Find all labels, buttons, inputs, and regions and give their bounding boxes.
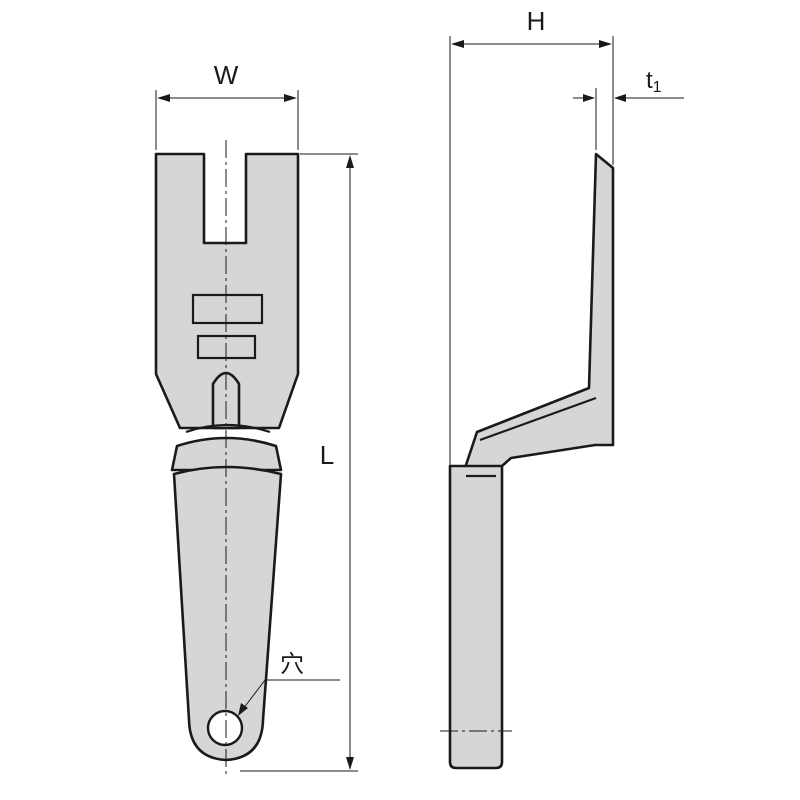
dimension-w: W <box>155 60 299 150</box>
dimension-l: L <box>240 153 358 772</box>
side-upper-plate <box>461 152 615 476</box>
dimension-t1-label: t1 <box>646 67 662 96</box>
tapered-handle <box>172 465 283 762</box>
side-handle <box>448 464 504 770</box>
dimension-t1: t1 <box>573 67 684 150</box>
stamp-mark-upper <box>191 293 264 325</box>
hole-callout: 穴 <box>238 651 340 716</box>
neck-collar <box>185 423 271 434</box>
side-view <box>440 152 615 770</box>
side-bend-edge <box>479 396 597 442</box>
dimension-h-label: H <box>527 6 546 36</box>
handle-hole <box>206 709 244 747</box>
hole-callout-label: 穴 <box>280 651 304 678</box>
fork-head <box>154 152 300 430</box>
dimension-l-label: L <box>320 440 334 470</box>
neck-tab <box>211 371 241 430</box>
dimension-w-label: W <box>214 60 239 90</box>
dimension-h: H <box>449 6 614 466</box>
front-view <box>154 140 300 775</box>
